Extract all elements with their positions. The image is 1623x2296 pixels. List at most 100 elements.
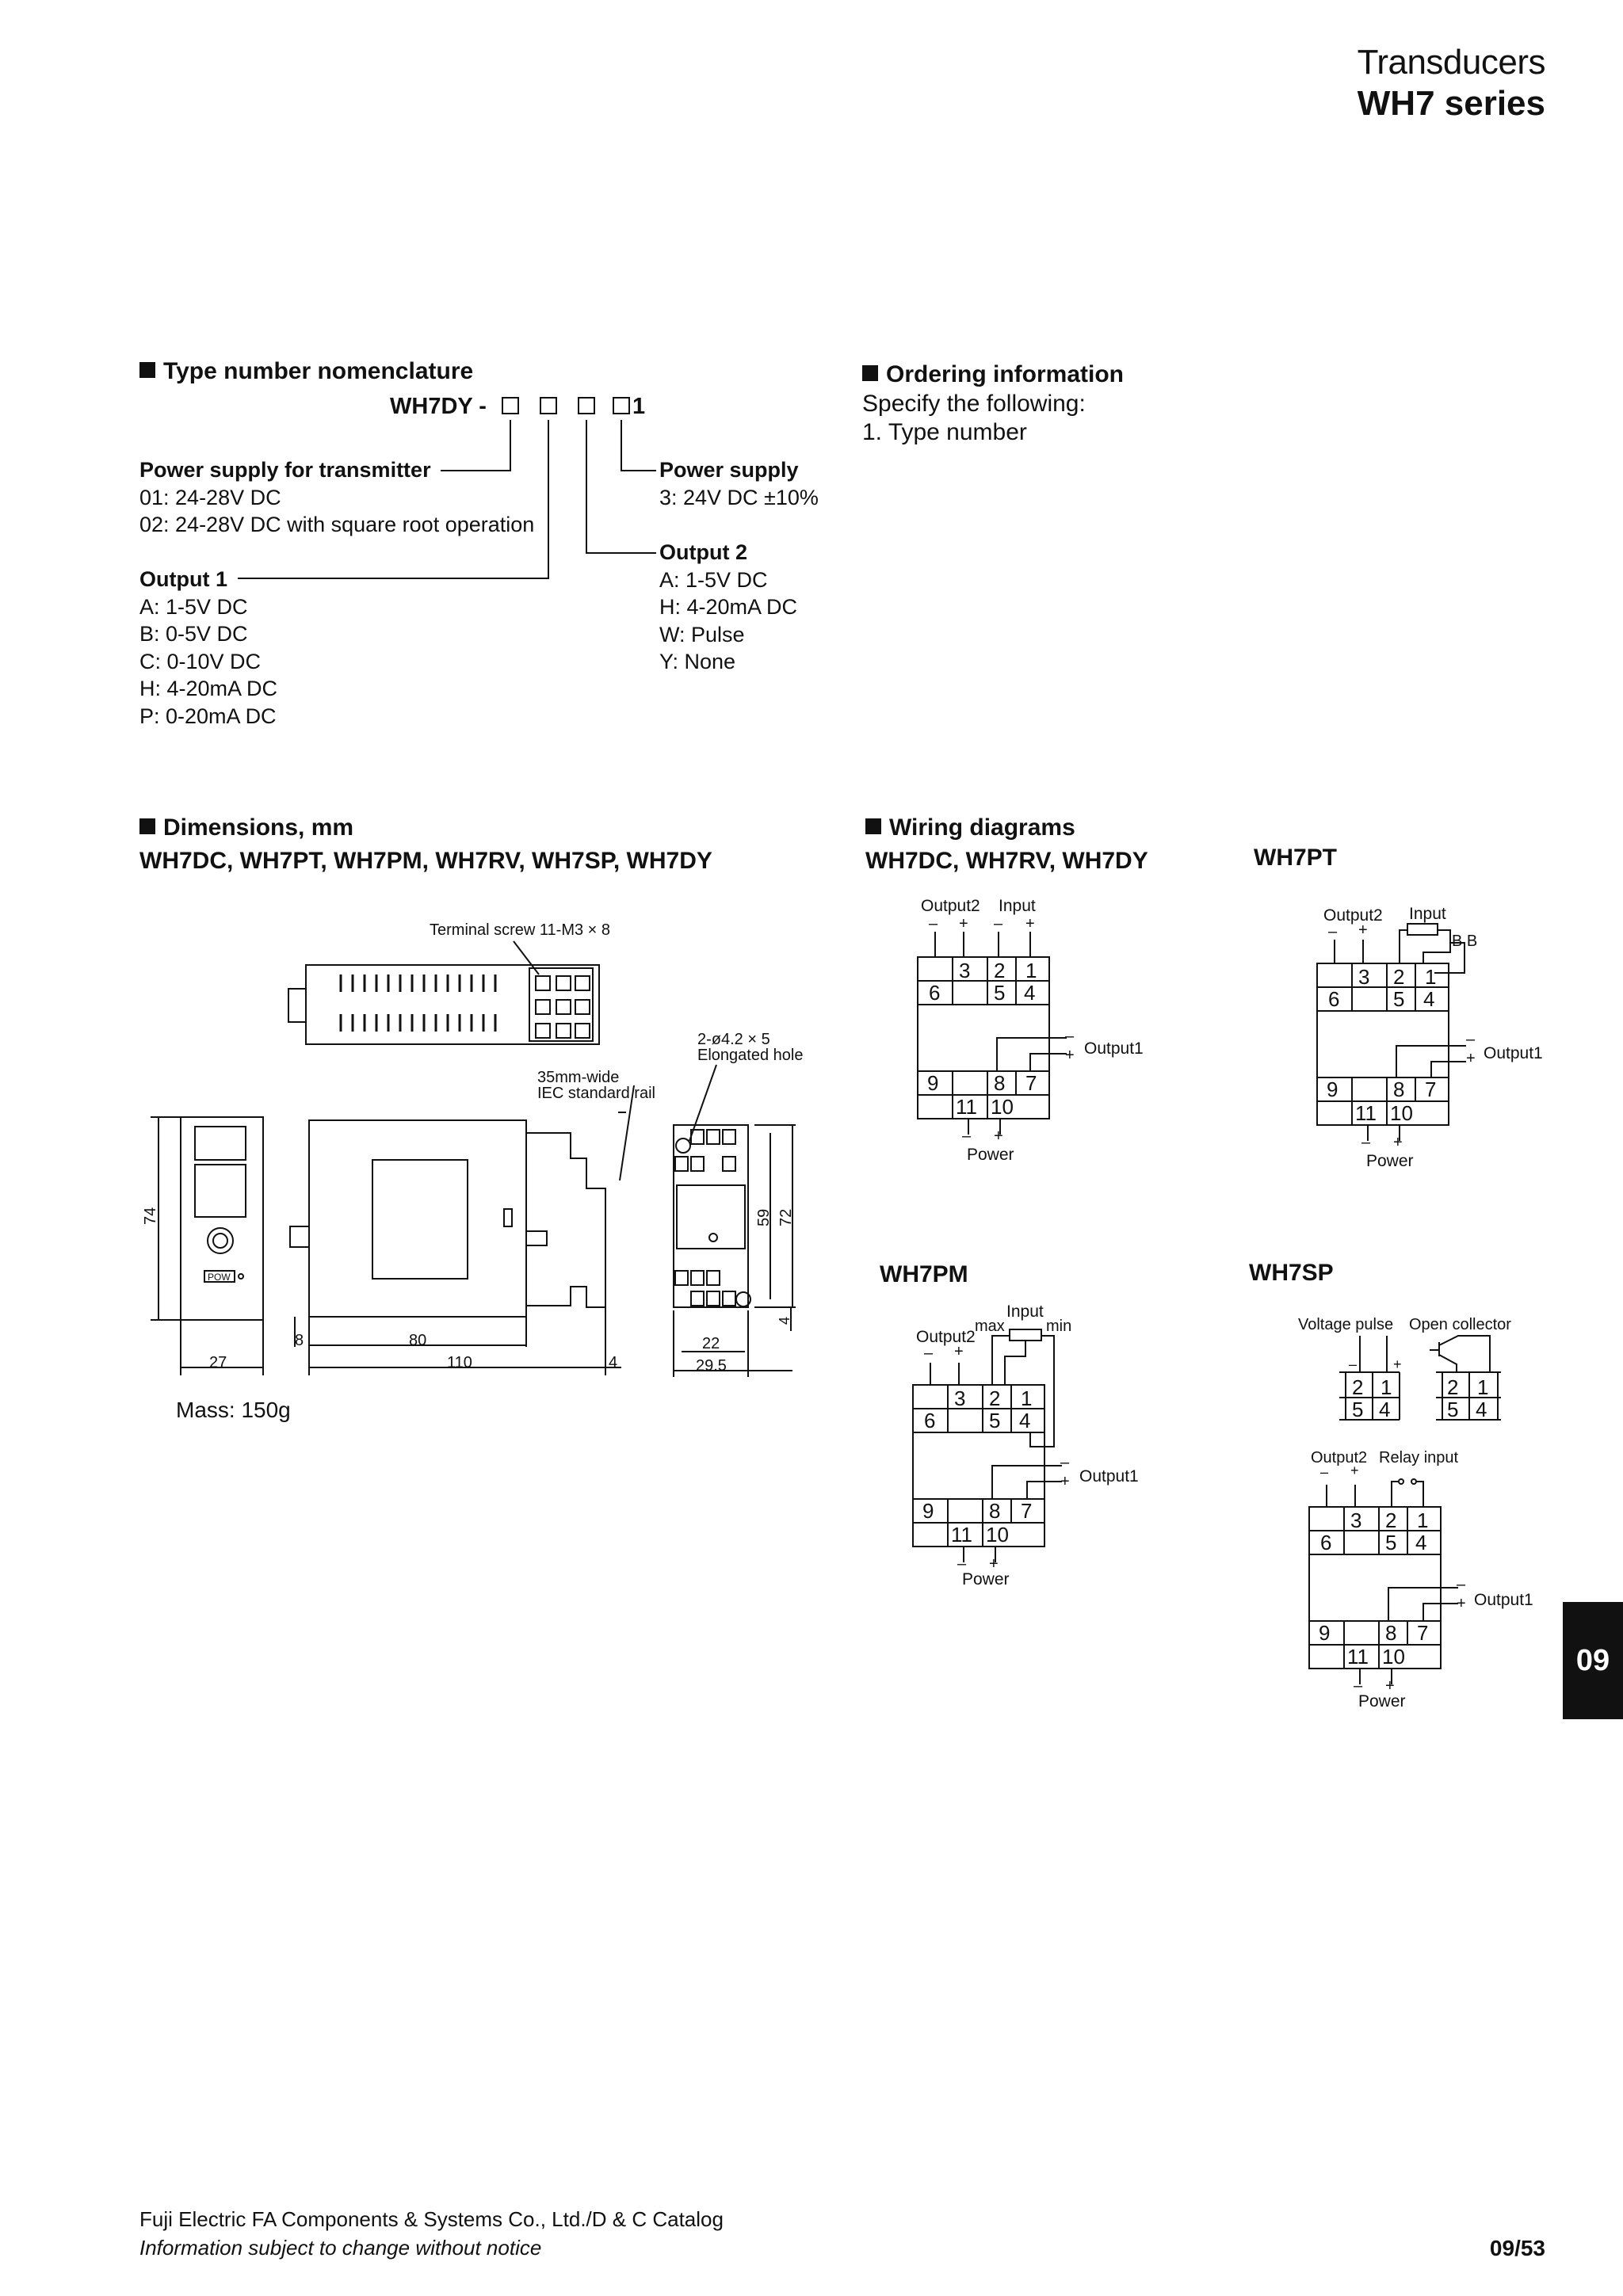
output1-label: Output1 — [1084, 1039, 1144, 1058]
terminal-5: 5 — [1393, 987, 1404, 1011]
type-code-suffix: 1 — [632, 394, 646, 419]
terminal-2: 2 — [1385, 1508, 1396, 1532]
terminal-4: 4 — [1024, 981, 1035, 1005]
terminal-1: 1 — [1025, 959, 1037, 982]
option-item: A: 1-5V DC — [659, 567, 768, 592]
terminal-1: 1 — [1425, 965, 1436, 989]
bullet-square-icon — [139, 362, 155, 378]
power-label: Power — [967, 1146, 1014, 1164]
wiring-wh7pt-title: WH7PT — [1254, 845, 1337, 871]
plus-sign: + — [954, 1343, 964, 1360]
wiring-diagram-wh7pt: Output2 Input B B – + 3 2 1 6 5 4 – + Ou… — [1316, 905, 1543, 1170]
dimensions-heading: Dimensions, mm — [139, 814, 353, 841]
option-item: C: 0-10V DC — [139, 649, 262, 673]
output2-label: Output2 — [1323, 906, 1383, 925]
minus-sign: – — [957, 1555, 967, 1573]
terminal-1: 1 — [1381, 1375, 1392, 1399]
terminal-1: 1 — [1477, 1375, 1488, 1399]
plus-sign: + — [989, 1555, 999, 1573]
plus-sign: + — [1457, 1595, 1466, 1612]
code-box — [613, 397, 630, 414]
dim-59: 59 — [755, 1209, 773, 1226]
terminal-10: 10 — [986, 1523, 1009, 1547]
dim-8: 8 — [295, 1332, 304, 1349]
open-collector-label: Open collector — [1409, 1316, 1511, 1333]
power-label: Power — [1366, 1152, 1414, 1170]
bullet-square-icon — [862, 365, 878, 381]
terminal-3: 3 — [1350, 1508, 1361, 1532]
terminal-8: 8 — [989, 1499, 1000, 1523]
output2-label: Output2 — [916, 1328, 976, 1346]
output1-label: Output1 — [1079, 1467, 1139, 1486]
terminal-3: 3 — [1358, 965, 1369, 989]
power-supply-transmitter-block: Power supply for transmitter 01: 24-28V … — [139, 456, 534, 539]
plus-sign: + — [994, 1127, 1003, 1145]
minus-sign: – — [1328, 923, 1338, 940]
terminal-11: 11 — [1355, 1101, 1377, 1125]
minus-sign: – — [929, 915, 938, 933]
dim-4a: 4 — [609, 1354, 617, 1371]
bb-label: B B — [1452, 933, 1477, 950]
terminal-4: 4 — [1476, 1398, 1487, 1421]
terminal-5: 5 — [1447, 1398, 1458, 1421]
minus-sign: – — [962, 1127, 972, 1145]
terminal-4: 4 — [1415, 1531, 1426, 1554]
plus-sign: + — [1393, 1134, 1403, 1151]
option-item: H: 4-20mA DC — [659, 595, 798, 619]
plus-sign: + — [1065, 1047, 1075, 1064]
power-label: Power — [1358, 1692, 1406, 1711]
footer-company: Fuji Electric FA Components & Systems Co… — [139, 2207, 724, 2231]
plus-sign: + — [1385, 1677, 1395, 1695]
power-supply-transmitter-title: Power supply for transmitter — [139, 458, 431, 482]
minus-sign: – — [1065, 1028, 1075, 1045]
page-number: 09/53 — [1489, 2236, 1545, 2260]
minus-sign: – — [1457, 1576, 1466, 1593]
section-tab: 09 — [1563, 1602, 1623, 1719]
min-label: min — [1046, 1318, 1071, 1335]
terminal-11: 11 — [956, 1095, 977, 1119]
terminal-7: 7 — [1021, 1499, 1032, 1523]
plus-sign: + — [1466, 1050, 1476, 1067]
terminal-3: 3 — [954, 1386, 965, 1410]
terminal-5: 5 — [994, 981, 1005, 1005]
dim-27: 27 — [209, 1354, 227, 1371]
terminal-8: 8 — [994, 1071, 1005, 1095]
terminal-3: 3 — [959, 959, 970, 982]
output2-label: Output2 — [1311, 1449, 1367, 1466]
dimension-labels: Terminal screw 11-M3 × 8 2-ø4.2 × 5 Elon… — [142, 921, 803, 1375]
header-category: Transducers — [1357, 43, 1546, 82]
power-label: Power — [962, 1570, 1010, 1589]
dimension-drawing — [151, 940, 796, 1377]
terminal-10: 10 — [1382, 1645, 1405, 1669]
terminal-9: 9 — [1327, 1077, 1338, 1101]
wiring-diagram-wh7pm: Input max min Output2 – + 3 2 1 6 5 4 – … — [912, 1302, 1139, 1589]
option-item: B: 0-5V DC — [139, 622, 248, 646]
terminal-5: 5 — [989, 1409, 1000, 1432]
terminal-7: 7 — [1025, 1071, 1037, 1095]
hole-label-1: 2-ø4.2 × 5 — [697, 1031, 770, 1048]
output1-label: Output1 — [1474, 1591, 1533, 1609]
terminal-6: 6 — [1328, 987, 1339, 1011]
output1-block: Output 1 A: 1-5V DC B: 0-5V DC C: 0-10V … — [139, 566, 277, 730]
minus-sign: – — [1320, 1464, 1328, 1480]
dim-80: 80 — [409, 1332, 426, 1349]
terminal-6: 6 — [924, 1409, 935, 1432]
input-label: Input — [1006, 1302, 1044, 1321]
code-box — [578, 397, 595, 414]
relay-input-label: Relay input — [1379, 1449, 1459, 1466]
mass-label: Mass: 150g — [176, 1398, 291, 1422]
plus-sign: + — [1358, 921, 1368, 939]
terminal-7: 7 — [1425, 1077, 1436, 1101]
input-label: Input — [999, 897, 1036, 915]
nomenclature-heading: Type number nomenclature — [139, 358, 473, 385]
rail-label-1: 35mm-wide — [537, 1069, 619, 1086]
dim-29-5: 29.5 — [696, 1357, 727, 1375]
terminal-10: 10 — [991, 1095, 1014, 1119]
code-box — [540, 397, 557, 414]
dim-22: 22 — [702, 1335, 720, 1352]
terminal-1: 1 — [1021, 1386, 1032, 1410]
wiring-wh7sp-title: WH7SP — [1249, 1260, 1334, 1286]
terminal-6: 6 — [929, 981, 940, 1005]
leader-line — [621, 420, 656, 471]
dim-72: 72 — [777, 1209, 795, 1226]
